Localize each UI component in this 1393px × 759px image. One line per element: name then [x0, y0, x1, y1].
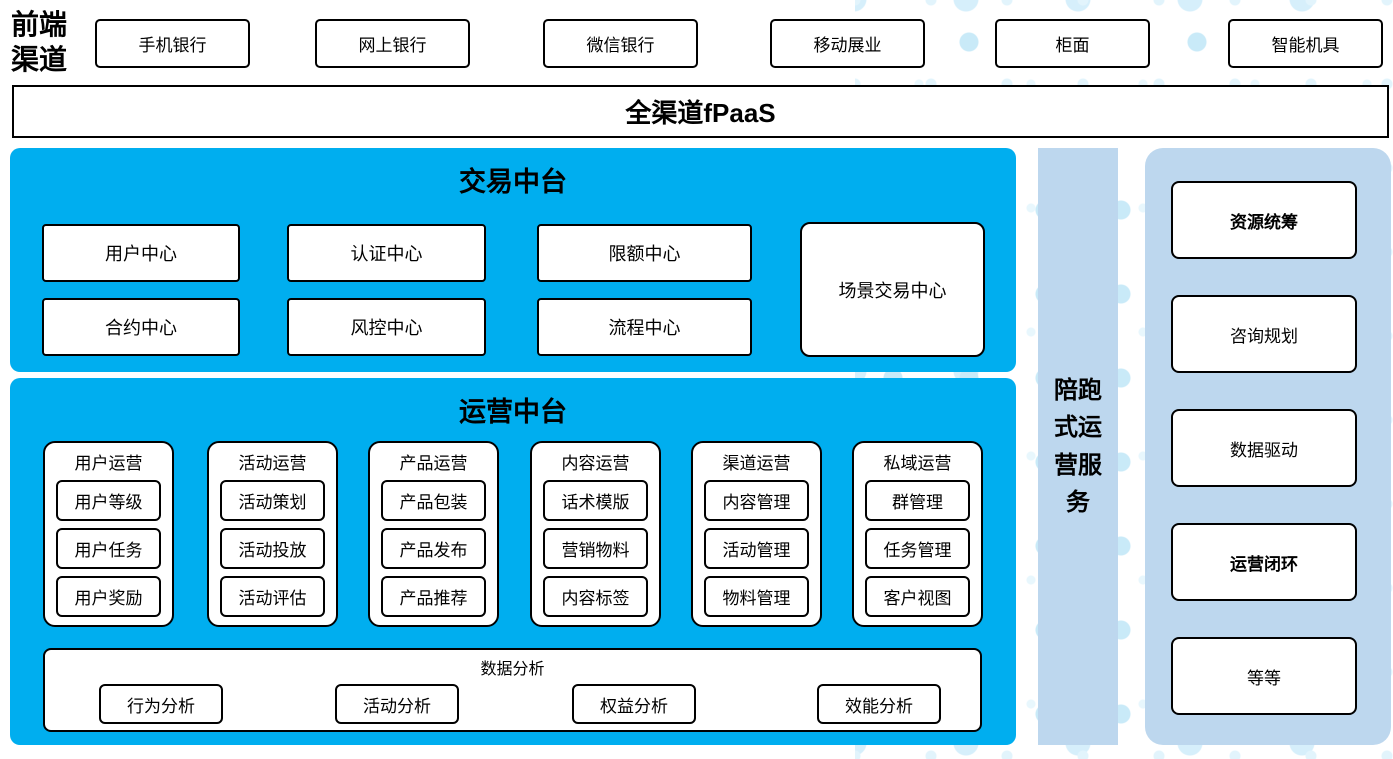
group-title: 内容运营 — [561, 454, 630, 473]
group-title: 渠道运营 — [722, 454, 791, 473]
data-analysis-title: 数据分析 — [480, 661, 545, 678]
group-item: 产品包装 — [381, 480, 486, 521]
center-box-process: 流程中心 — [537, 298, 752, 356]
group-title: 产品运营 — [399, 454, 468, 473]
center-box-limit: 限额中心 — [537, 224, 752, 282]
group-title: 私域运营 — [883, 454, 952, 473]
center-box-user: 用户中心 — [42, 224, 240, 282]
analysis-item-rights: 权益分析 — [572, 684, 696, 724]
group-item: 话术模版 — [543, 480, 648, 521]
analysis-item-efficiency: 效能分析 — [817, 684, 941, 724]
group-activity-operation: 活动运营 活动策划 活动投放 活动评估 — [207, 441, 338, 627]
operation-platform-section: 运营中台 用户运营 用户等级 用户任务 用户奖励 活动运营 活动策划 活动投放 … — [10, 378, 1016, 745]
center-box-auth: 认证中心 — [287, 224, 486, 282]
data-analysis-container: 数据分析 行为分析 活动分析 权益分析 效能分析 — [43, 648, 982, 732]
group-item: 活动策划 — [220, 480, 325, 521]
group-private-domain-operation: 私域运营 群管理 任务管理 客户视图 — [852, 441, 983, 627]
center-box-contract: 合约中心 — [42, 298, 240, 356]
group-channel-operation: 渠道运营 内容管理 活动管理 物料管理 — [691, 441, 822, 627]
group-item: 用户奖励 — [56, 576, 161, 617]
group-item: 客户视图 — [865, 576, 970, 617]
accompanying-service-bar: 陪跑式运营服务 — [1038, 148, 1118, 745]
transaction-platform-title: 交易中台 — [459, 167, 567, 197]
accompanying-service-label: 陪跑式运营服务 — [1054, 377, 1102, 516]
group-item: 内容管理 — [704, 480, 809, 521]
group-title: 用户运营 — [74, 454, 143, 473]
service-item-resource-coordination: 资源统筹 — [1171, 181, 1357, 259]
channel-box-online-banking: 网上银行 — [315, 19, 470, 68]
service-item-operation-loop: 运营闭环 — [1171, 523, 1357, 601]
channel-box-mobile-banking: 手机银行 — [95, 19, 250, 68]
group-item: 物料管理 — [704, 576, 809, 617]
group-item: 活动投放 — [220, 528, 325, 569]
channel-box-mobile-outreach: 移动展业 — [770, 19, 925, 68]
analysis-item-activity: 活动分析 — [335, 684, 459, 724]
group-product-operation: 产品运营 产品包装 产品发布 产品推荐 — [368, 441, 499, 627]
group-item: 活动评估 — [220, 576, 325, 617]
group-item: 营销物料 — [543, 528, 648, 569]
group-item: 任务管理 — [865, 528, 970, 569]
service-item-data-driven: 数据驱动 — [1171, 409, 1357, 487]
group-item: 内容标签 — [543, 576, 648, 617]
group-content-operation: 内容运营 话术模版 营销物料 内容标签 — [530, 441, 661, 627]
fpaas-bar: 全渠道fPaaS — [12, 85, 1389, 138]
group-item: 产品推荐 — [381, 576, 486, 617]
service-item-consulting-planning: 咨询规划 — [1171, 295, 1357, 373]
group-item: 群管理 — [865, 480, 970, 521]
analysis-item-behavior: 行为分析 — [99, 684, 223, 724]
group-user-operation: 用户运营 用户等级 用户任务 用户奖励 — [43, 441, 174, 627]
group-item: 用户等级 — [56, 480, 161, 521]
group-title: 活动运营 — [238, 454, 307, 473]
group-item: 产品发布 — [381, 528, 486, 569]
group-item: 活动管理 — [704, 528, 809, 569]
front-channels-label: 前端渠道 — [10, 10, 67, 76]
channel-box-smart-machines: 智能机具 — [1228, 19, 1383, 68]
center-box-risk: 风控中心 — [287, 298, 486, 356]
transaction-platform-section: 交易中台 用户中心 认证中心 限额中心 合约中心 风控中心 流程中心 场景交易中… — [10, 148, 1016, 372]
operation-platform-title: 运营中台 — [459, 397, 567, 427]
service-item-etc: 等等 — [1171, 637, 1357, 715]
center-box-scene-transaction: 场景交易中心 — [800, 222, 985, 357]
channel-box-wechat-banking: 微信银行 — [543, 19, 698, 68]
service-panel: 资源统筹 咨询规划 数据驱动 运营闭环 等等 — [1145, 148, 1391, 745]
group-item: 用户任务 — [56, 528, 161, 569]
channel-box-counter: 柜面 — [995, 19, 1150, 68]
